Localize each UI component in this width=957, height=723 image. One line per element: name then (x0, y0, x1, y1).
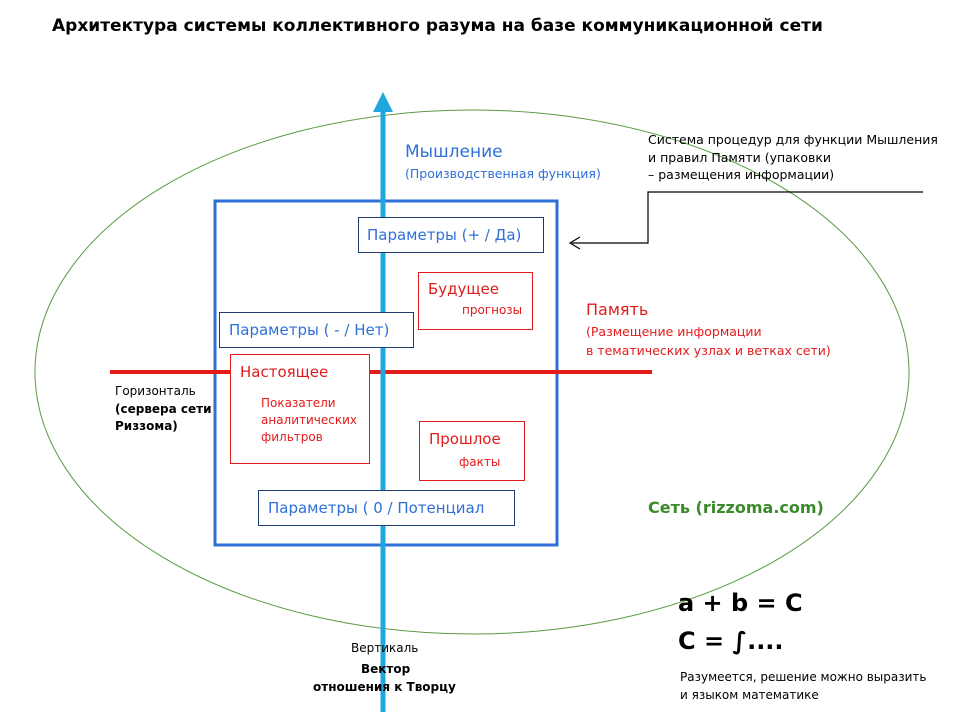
arrow-head-icon (568, 236, 581, 250)
params-potential-box: Параметры ( 0 / Потенциал (258, 490, 515, 526)
memory-sub2: в тематических узлах и ветках сети) (586, 343, 831, 358)
present-label: Настоящее (240, 363, 329, 381)
network-ellipse (34, 109, 910, 635)
math-note-2: и языком математике (680, 688, 819, 702)
network-label: Сеть (rizzoma.com) (648, 498, 824, 517)
procedure-connector (572, 191, 923, 244)
params-yes-label: Параметры (+ / Да) (367, 226, 522, 244)
equation-2: C = ∫.... (678, 627, 784, 655)
future-sub: прогнозы (462, 303, 523, 317)
thinking-label: Мышление (405, 142, 503, 162)
vertical-line1: Вертикаль (351, 641, 419, 655)
params-no-box: Параметры ( - / Нет) (219, 312, 414, 348)
equation-1: a + b = C (678, 589, 803, 617)
vertical-arrow-head (373, 92, 393, 112)
memory-label: Память (586, 300, 649, 319)
past-label: Прошлое (429, 430, 501, 448)
memory-sub1: (Размещение информации (586, 324, 762, 339)
present-box: Настоящее Показатели аналитических фильт… (230, 354, 370, 464)
future-box: Будущее прогнозы (418, 272, 533, 330)
page-title: Архитектура системы коллективного разума… (52, 16, 823, 36)
horizontal-line1: Горизонталь (115, 384, 196, 398)
horizontal-line2: (сервера сети (115, 402, 212, 416)
horizontal-line3: Риззома) (115, 419, 178, 433)
future-label: Будущее (428, 280, 500, 298)
procedures-line2: и правил Памяти (упаковки (648, 150, 832, 165)
thinking-sub: (Производственная функция) (405, 166, 601, 181)
math-note-1: Разумеется, решение можно выразить (680, 670, 927, 684)
vertical-line3: отношения к Творцу (313, 680, 456, 694)
params-no-label: Параметры ( - / Нет) (229, 321, 390, 339)
past-sub: факты (459, 455, 501, 469)
present-sub1: Показатели (261, 396, 336, 410)
procedures-line3: – размещения информации) (648, 167, 835, 182)
params-yes-box: Параметры (+ / Да) (358, 217, 544, 253)
vertical-line2: Вектор (361, 662, 411, 676)
procedures-line1: Система процедур для функции Мышления (648, 132, 938, 147)
past-box: Прошлое факты (419, 421, 525, 481)
present-sub2: аналитических (261, 413, 358, 427)
params-potential-label: Параметры ( 0 / Потенциал (268, 499, 485, 517)
present-sub3: фильтров (261, 430, 323, 444)
